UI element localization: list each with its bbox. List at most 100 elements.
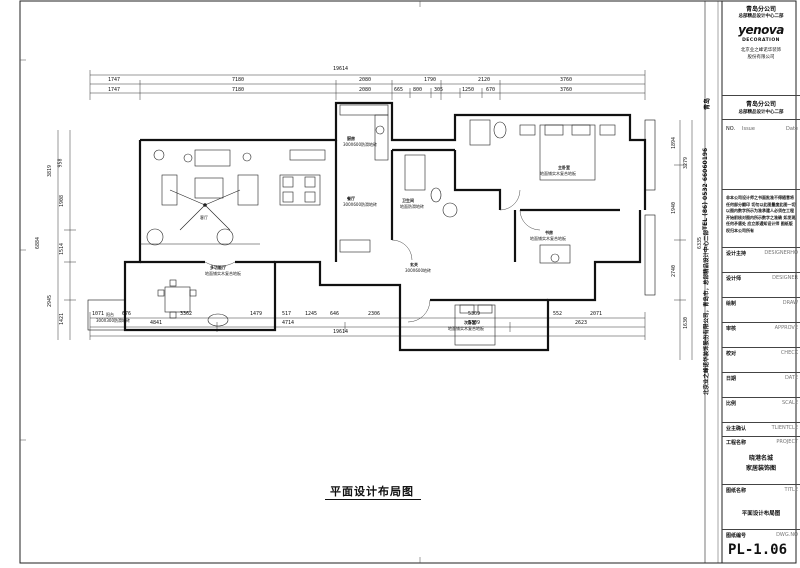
dim-left-2: 958 bbox=[57, 158, 64, 168]
tb-notice: 非本公司设计师之书面批准不得随意将任何部分翻印 切勿以此图量度此图一切以图内数字… bbox=[726, 195, 796, 233]
dim-bot2-4: 2623 bbox=[575, 320, 588, 326]
study-furniture bbox=[157, 279, 229, 327]
dim-top2-4: 665 bbox=[394, 87, 404, 93]
dim-top2-1: 1747 bbox=[108, 87, 121, 93]
tb-row-en: APPROVE bbox=[774, 325, 798, 331]
dim-bot-11: 2071 bbox=[590, 311, 603, 317]
tb-row-en: CHECK bbox=[780, 350, 798, 356]
dim-bot-4: 1479 bbox=[250, 311, 263, 317]
dimension-lines bbox=[57, 70, 693, 360]
dim-top-6: 3760 bbox=[560, 77, 573, 83]
dim-left-1: 3819 bbox=[47, 164, 54, 178]
room-note-master: 地面铺实木复合地板 bbox=[540, 171, 576, 176]
dim-top2-7: 1250 bbox=[462, 87, 475, 93]
room-label-multi: 多功能厅 bbox=[210, 265, 226, 270]
tb-row-en: DRAW bbox=[782, 300, 798, 306]
bedroom-furniture bbox=[454, 124, 616, 346]
dim-top2-9: 3760 bbox=[560, 87, 573, 93]
tb-row-en: DESIGNERHO bbox=[764, 250, 798, 256]
room-label-second: 次卧室 bbox=[464, 320, 476, 325]
dim-bot-6: 1245 bbox=[305, 311, 318, 317]
plan-title-underline bbox=[325, 499, 421, 500]
room-label-bath: 卫生间 bbox=[402, 198, 414, 203]
tb-row-designer: 设计师 DESIGNER bbox=[722, 272, 800, 298]
room-label-balcony: 阳台 bbox=[106, 312, 114, 317]
dim-bot-2: 676 bbox=[122, 311, 132, 317]
tb-dwg-label: 图纸编号 bbox=[726, 533, 747, 539]
tb-issue-label: Issue bbox=[742, 126, 755, 132]
tb-title-label: 图纸名称 bbox=[726, 488, 747, 494]
dim-left-6: 2945 bbox=[47, 294, 54, 308]
tb-project-label: 工程名称 bbox=[726, 440, 747, 446]
dim-bot-10: 552 bbox=[553, 311, 563, 317]
dim-right-6: 1630 bbox=[683, 316, 690, 330]
tb-dwg-en: DWG.NO bbox=[776, 532, 798, 538]
tb-project-name-2: 家居装饰图 bbox=[745, 465, 776, 472]
brand-logo: yenova bbox=[738, 23, 784, 37]
tb-row-scale: 比例 SCALE bbox=[722, 397, 800, 423]
dim-bot-8: 2306 bbox=[368, 311, 381, 317]
dim-top-1: 1747 bbox=[108, 77, 121, 83]
tb-dwg-no: PL-1.06 bbox=[728, 542, 788, 558]
dim-top-4: 1790 bbox=[424, 77, 437, 83]
tb-title-cell: 图纸名称 TITLE 平面设计布局图 bbox=[722, 484, 800, 530]
door-swings bbox=[204, 189, 541, 323]
dim-bot-1: 1071 bbox=[92, 311, 105, 317]
dim-right-1: 1894 bbox=[671, 136, 678, 150]
sheet-frame bbox=[19, 0, 797, 564]
dim-total-top: 19614 bbox=[333, 66, 349, 72]
dim-right-3: 1940 bbox=[671, 201, 678, 215]
tb-row-en: SCALE bbox=[781, 400, 798, 406]
dim-left-4: 6884 bbox=[35, 236, 42, 250]
room-note-second: 地面铺实木复合地板 bbox=[448, 326, 484, 331]
dim-top2-3: 2080 bbox=[359, 87, 372, 93]
room-label-dining: 餐厅 bbox=[347, 196, 355, 201]
tb-date-label: Date bbox=[786, 126, 798, 132]
tb-row-label: 比例 bbox=[726, 401, 737, 407]
brand-cn-1: 北京业之峰诺华装饰 bbox=[740, 48, 782, 53]
tb-dwg-cell: 图纸编号 DWG.NO PL-1.06 bbox=[722, 529, 800, 564]
tb-title-value: 平面设计布局图 bbox=[741, 511, 781, 517]
tb-row-label: 审核 bbox=[726, 326, 737, 332]
dim-top-2: 7180 bbox=[232, 77, 245, 83]
room-label-living: 客厅 bbox=[200, 215, 208, 220]
tb-project-en: PROJECT bbox=[776, 439, 798, 445]
tb-row-label: 业主确认 bbox=[726, 426, 747, 432]
room-note-multi: 地面铺实木复合地板 bbox=[205, 271, 241, 276]
brand-cn-2: 股份有限公司 bbox=[747, 55, 775, 60]
dim-bot2-1: 4841 bbox=[150, 320, 163, 326]
tb-row-en: DATE bbox=[784, 375, 798, 381]
dim-bot-7: 646 bbox=[330, 311, 340, 317]
tb-company2: 青岛分公司 bbox=[745, 101, 776, 108]
room-note-bath: 地面防滑地砖 bbox=[400, 204, 424, 209]
tb-row-check: 校对 CHECK bbox=[722, 347, 800, 373]
tb-notice-cell: 非本公司设计师之书面批准不得随意将任何部分翻印 切勿以此图量度此图一切以图内数字… bbox=[722, 189, 800, 248]
tb-company: 青岛分公司 bbox=[745, 6, 776, 13]
tb-company-sub: 总部精品设计中心二部 bbox=[738, 14, 784, 19]
tb-row-en: TLIENTCLE bbox=[771, 425, 798, 431]
dim-bot-5: 517 bbox=[282, 311, 292, 317]
dim-bot-9: 5309 bbox=[468, 311, 481, 317]
room-note-foyer: 300X600地砖 bbox=[405, 268, 432, 273]
tb-no-label: NO. bbox=[726, 126, 736, 132]
tb-project-name-1: 晓港名城 bbox=[748, 455, 773, 462]
tb-row-label: 绘制 bbox=[726, 301, 737, 307]
tb-project-cell: 工程名称 PROJECT 晓港名城 家居装饰图 bbox=[722, 436, 800, 485]
dim-right-2: 3279 bbox=[683, 156, 690, 170]
tb-row-en: DESIGNER bbox=[772, 275, 798, 281]
border-ticks bbox=[20, 1, 421, 563]
tb-row-date: 日期 DATE bbox=[722, 372, 800, 398]
tb-row-label: 设计师 bbox=[726, 276, 742, 282]
tb-company2-sub: 总部精品设计中心二部 bbox=[738, 110, 784, 115]
room-note-study: 地面铺实木复合地板 bbox=[530, 236, 566, 241]
tb-row-label: 设计主持 bbox=[726, 251, 747, 257]
dim-top-5: 2120 bbox=[478, 77, 491, 83]
tb-row-draw: 绘制 DRAW bbox=[722, 297, 800, 323]
dim-bot2-3: 5309 bbox=[468, 320, 481, 326]
room-label-foyer: 玄关 bbox=[410, 262, 418, 267]
room-label-master: 主卧室 bbox=[558, 165, 570, 170]
vertical-city: 青岛 bbox=[704, 97, 711, 110]
dim-bot-3: 3362 bbox=[180, 311, 193, 317]
tb-title-en: TITLE bbox=[784, 487, 798, 493]
